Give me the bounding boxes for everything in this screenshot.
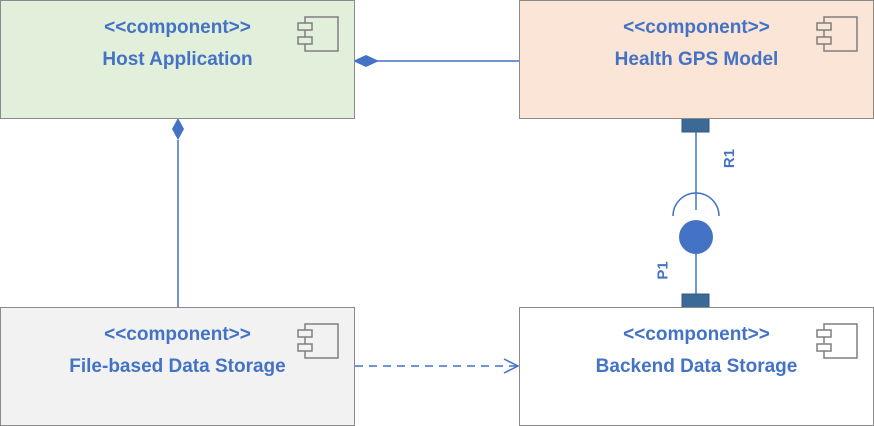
stereotype-label: <<component>> (623, 17, 770, 38)
health-gps-model-component[interactable]: <<component>> Health GPS Model (519, 0, 874, 119)
component-icon (297, 16, 339, 52)
stereotype-label: <<component>> (104, 324, 251, 345)
component-name: Backend Data Storage (595, 356, 798, 377)
port-label-p1: P1 (654, 261, 672, 280)
port-label-r1: R1 (721, 148, 739, 169)
backend-data-storage-component[interactable]: <<component>> Backend Data Storage (519, 307, 874, 426)
component-icon (816, 323, 858, 359)
component-icon (816, 16, 858, 52)
stereotype-label: <<component>> (104, 17, 251, 38)
composition-diamond-vertical-icon (172, 118, 184, 140)
required-interface-socket-icon (672, 192, 720, 217)
composition-diamond-icon (353, 55, 379, 67)
component-name: Host Application (102, 49, 253, 70)
stereotype-label: <<component>> (623, 324, 770, 345)
component-name: File-based Data Storage (69, 356, 286, 377)
dependency-arrowhead-icon (503, 358, 520, 374)
component-icon (297, 323, 339, 359)
provided-interface-ball-icon (679, 220, 713, 254)
component-name: Health GPS Model (614, 49, 779, 70)
host-application-component[interactable]: <<component>> Host Application (0, 0, 355, 119)
file-based-data-storage-component[interactable]: <<component>> File-based Data Storage (0, 307, 355, 426)
